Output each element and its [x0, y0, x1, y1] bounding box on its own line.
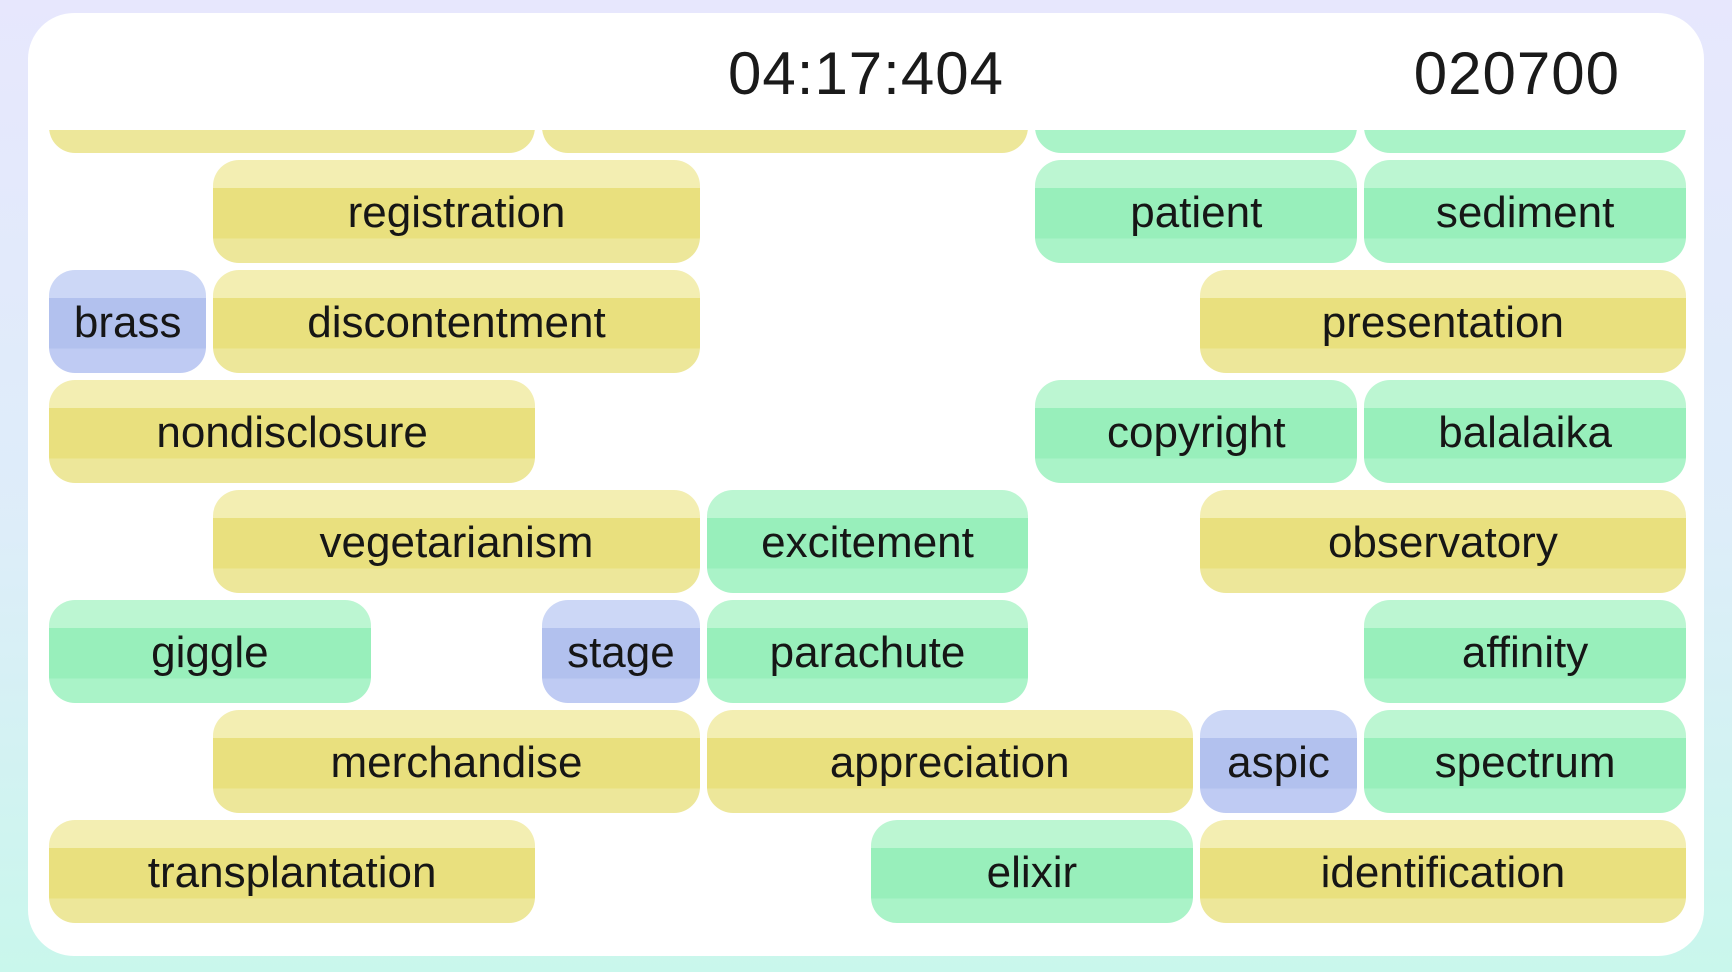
pill-excitement[interactable]: excitement [706, 490, 1029, 593]
pill-parachute[interactable]: parachute [706, 600, 1029, 703]
pill-elixir[interactable]: elixir [871, 820, 1193, 923]
pill-patient[interactable]: patient [1035, 160, 1358, 263]
pill-aspic[interactable]: aspic [1199, 710, 1358, 813]
pill-merchandise[interactable]: merchandise [213, 710, 700, 813]
partial-pill[interactable] [1364, 130, 1686, 153]
partial-pill[interactable] [49, 130, 536, 153]
pill-balalaika[interactable]: balalaika [1364, 380, 1686, 483]
pill-discontentment[interactable]: discontentment [213, 270, 700, 373]
pill-copyright[interactable]: copyright [1035, 380, 1358, 483]
pill-nondisclosure[interactable]: nondisclosure [49, 380, 536, 483]
pill-observatory[interactable]: observatory [1199, 490, 1686, 593]
timer: 04:17:404 [728, 40, 1004, 107]
pill-sediment[interactable]: sediment [1364, 160, 1686, 263]
pill-vegetarianism[interactable]: vegetarianism [213, 490, 700, 593]
pill-transplantation[interactable]: transplantation [49, 820, 536, 923]
pill-spectrum[interactable]: spectrum [1364, 710, 1686, 813]
pill-presentation[interactable]: presentation [1199, 270, 1686, 373]
pill-brass[interactable]: brass [49, 270, 207, 373]
pill-stage[interactable]: stage [542, 600, 700, 703]
pill-affinity[interactable]: affinity [1364, 600, 1686, 703]
pill-identification[interactable]: identification [1199, 820, 1686, 923]
partial-pill[interactable] [542, 130, 1029, 153]
pill-registration[interactable]: registration [213, 160, 700, 263]
pill-appreciation[interactable]: appreciation [706, 710, 1193, 813]
partial-pill[interactable] [1035, 130, 1358, 153]
score: 020700 [1413, 40, 1620, 107]
pill-giggle[interactable]: giggle [49, 600, 371, 703]
